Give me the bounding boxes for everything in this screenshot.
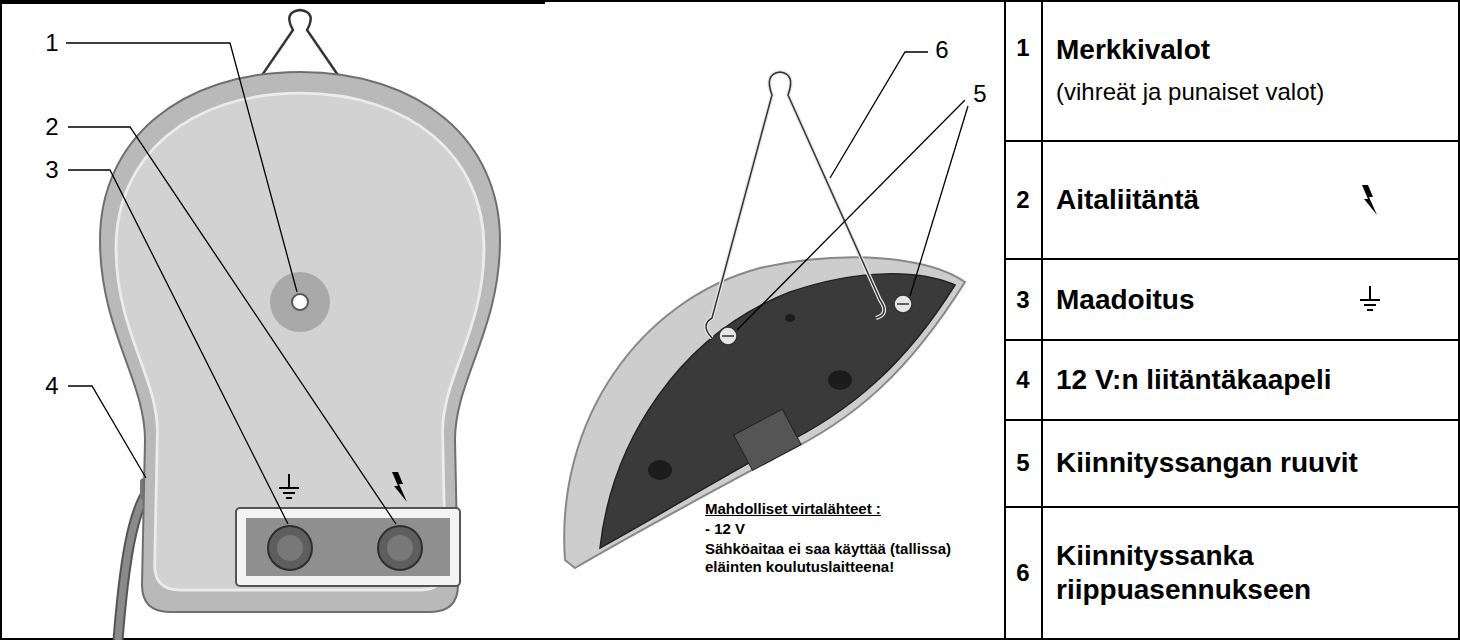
screw-slot <box>722 335 734 337</box>
lightning-symbol <box>392 472 407 502</box>
leader-lines <box>66 43 396 524</box>
ground-terminal <box>268 526 312 570</box>
table-cell: 12 V:n liitäntäkaapeli <box>1056 363 1331 397</box>
housing-shell <box>564 257 965 568</box>
light-surround <box>270 272 330 332</box>
table-cell: Kiinnityssanka riippuasennukseen <box>1056 539 1376 606</box>
lightning-symbol <box>1362 185 1377 215</box>
callout-number: 2 <box>45 113 58 142</box>
table-number: 1 <box>1016 34 1029 63</box>
table-number: 3 <box>1016 286 1029 315</box>
mounting-hole <box>785 314 795 322</box>
terminal-recess <box>246 518 450 576</box>
table-number: 4 <box>1016 366 1029 395</box>
table-cell: Kiinnityssangan ruuvit <box>1056 446 1358 480</box>
indicator-light <box>292 294 308 310</box>
mounting-hole <box>828 370 852 390</box>
note-heading: Mahdolliset virtalähteet : <box>705 500 881 518</box>
table-cell: Aitaliitäntä <box>1056 183 1199 217</box>
screw <box>894 295 912 313</box>
callout-number: 3 <box>45 156 58 185</box>
label-plate <box>734 409 801 470</box>
table-cell: Merkkivalot <box>1056 33 1210 67</box>
table-cell: Maadoitus <box>1056 283 1194 317</box>
warning-note: Sähköaitaa ei saa käyttää (tallissa) elä… <box>705 540 975 576</box>
table-cell: (vihreät ja punaiset valot) <box>1056 78 1324 107</box>
ground-symbol <box>279 474 299 498</box>
device-face <box>116 93 484 590</box>
table-number: 5 <box>1016 449 1029 478</box>
ground-terminal <box>277 535 303 561</box>
table-grid <box>1005 0 1460 640</box>
callout-number: 1 <box>45 29 58 58</box>
device-housing <box>100 72 500 612</box>
hanger-wire <box>706 72 884 338</box>
terminal-panel <box>236 508 460 586</box>
fence-terminal <box>387 535 413 561</box>
note-text: - 12 V <box>705 520 745 538</box>
mounting-hole <box>648 460 672 480</box>
screw-slot <box>897 303 909 305</box>
fence-terminal <box>378 526 422 570</box>
table-number: 6 <box>1016 559 1029 588</box>
leader-lines <box>737 52 968 330</box>
table-number: 2 <box>1016 186 1029 215</box>
callout-number: 6 <box>935 36 948 65</box>
hanger-wire <box>706 72 884 338</box>
callout-number: 5 <box>973 80 986 109</box>
ground-symbol <box>1360 286 1380 310</box>
screw <box>719 327 737 345</box>
back-plate <box>600 274 955 548</box>
callout-number: 4 <box>45 372 58 401</box>
